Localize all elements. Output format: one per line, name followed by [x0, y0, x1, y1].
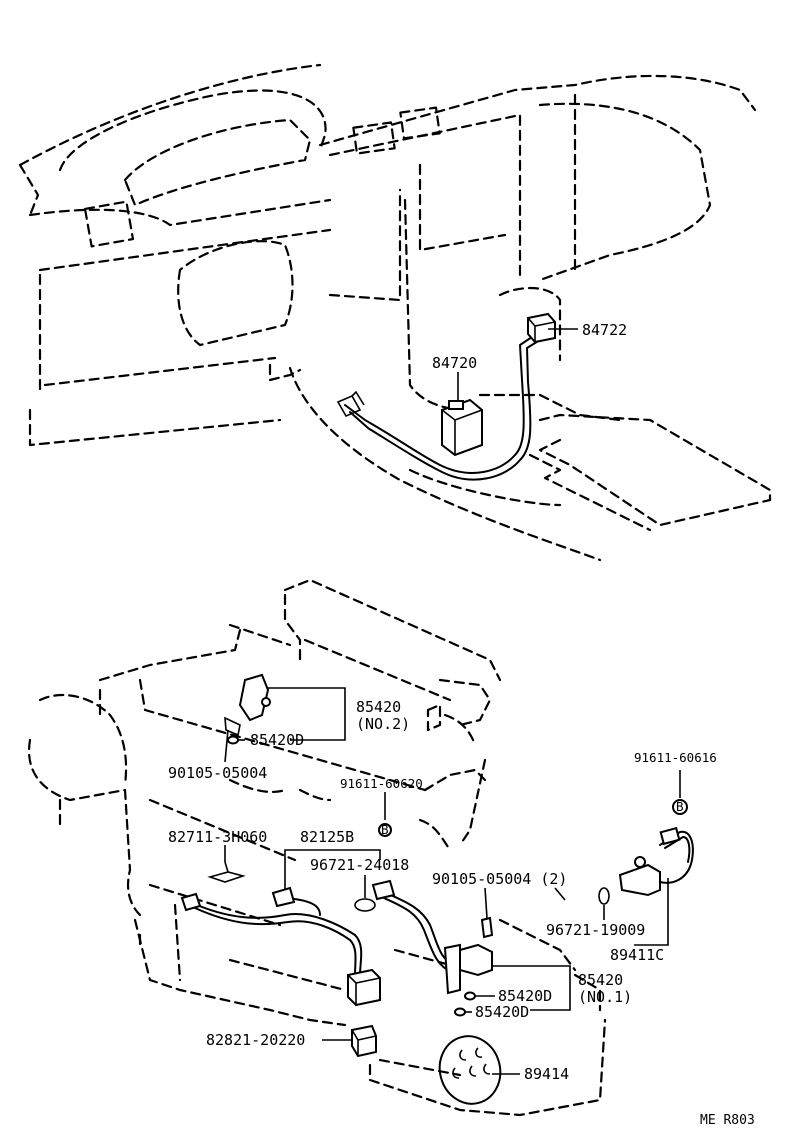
label-91611-60620: 91611-60620: [340, 776, 423, 791]
sensor-89411c: [598, 799, 694, 905]
relay-84720: [441, 398, 483, 457]
label-96721-19009: 96721-19009: [546, 921, 645, 939]
label-89414: 89414: [524, 1065, 569, 1083]
label-90105-05004-right: 90105-05004 (2): [432, 870, 567, 888]
engine-outline: [27, 578, 607, 1117]
label-85420-no1: 85420: [578, 971, 623, 989]
dashboard-outline: [18, 63, 772, 562]
label-85420d-top: 85420D: [250, 731, 304, 749]
label-96721-24018: 96721-24018: [310, 856, 409, 874]
label-85420-no2: 85420: [356, 698, 401, 716]
label-84722: 84722: [582, 321, 627, 339]
center-wire-harness: [354, 823, 456, 973]
label-82125b: 82125B: [300, 828, 354, 846]
label-91611-60616: 91611-60616: [634, 750, 717, 765]
label-85420d-a: 85420D: [498, 987, 552, 1005]
label-84720: 84720: [432, 354, 477, 372]
bolt-mark-left: B: [381, 822, 389, 837]
bolt-mark-right: B: [676, 799, 684, 814]
label-82711-3h060: 82711-3H060: [168, 828, 267, 846]
label-no1: (NO.1): [578, 988, 632, 1006]
sensor-82821: [351, 1024, 377, 1058]
top-wire-harness: [336, 334, 541, 481]
label-no2: (NO.2): [356, 715, 410, 733]
reference-code: ME R803: [700, 1113, 755, 1128]
leader-lines: [224, 328, 681, 1075]
label-89411c: 89411C: [610, 946, 664, 964]
sensor-85420-no1: [443, 916, 494, 1017]
label-85420d-b: 85420D: [475, 1003, 529, 1021]
reluctor-89414: [438, 1035, 502, 1105]
label-90105-05004-left: 90105-05004: [168, 764, 267, 782]
clip-82711: [207, 861, 246, 883]
label-82821-20220: 82821-20220: [206, 1031, 305, 1049]
left-wire-harness: [180, 886, 381, 1007]
part-labels: 84722 84720 85420 (NO.2) 85420D 90105-05…: [168, 321, 755, 1128]
sensor-85420-no2: [224, 673, 271, 745]
sensor-84722: [527, 312, 556, 344]
